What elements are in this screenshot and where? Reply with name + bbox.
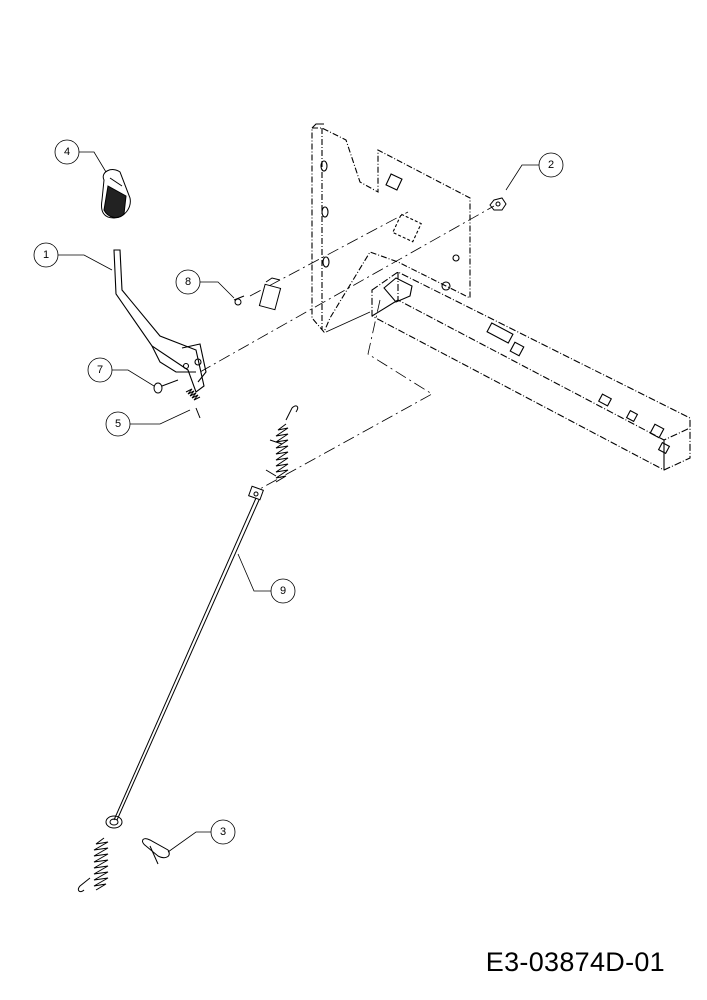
frame-assembly: [311, 123, 691, 471]
callout-2-label: 2: [548, 159, 554, 171]
callout-3-label: 3: [220, 826, 226, 838]
part-3-clip: [142, 838, 170, 865]
assembly-lines: [199, 205, 495, 491]
callout-7: 7: [87, 357, 113, 383]
part-7-bolt: [153, 379, 179, 394]
callout-5-label: 5: [115, 418, 121, 430]
drawing-code: E3-03874D-01: [485, 947, 665, 977]
callout-8-label: 8: [185, 276, 191, 288]
part-1-lever: [113, 249, 207, 393]
callout-1-label: 1: [43, 249, 49, 261]
part-2-nut: [489, 197, 507, 211]
part-5-spring: [185, 388, 201, 419]
callout-3: 3: [210, 819, 236, 845]
part-9-cable: [77, 405, 299, 893]
callout-4-label: 4: [64, 146, 70, 158]
callout-2: 2: [538, 152, 564, 178]
callout-5: 5: [105, 411, 131, 437]
callout-4: 4: [54, 139, 80, 165]
part-4-grip: [101, 169, 131, 219]
callout-7-label: 7: [97, 364, 103, 376]
callout-8: 8: [175, 269, 201, 295]
callout-1: 1: [33, 242, 59, 268]
part-8-bolt: [233, 277, 282, 311]
callout-9-label: 9: [280, 585, 286, 597]
callout-9: 9: [270, 578, 296, 604]
callout-leaders: [58, 151, 539, 853]
